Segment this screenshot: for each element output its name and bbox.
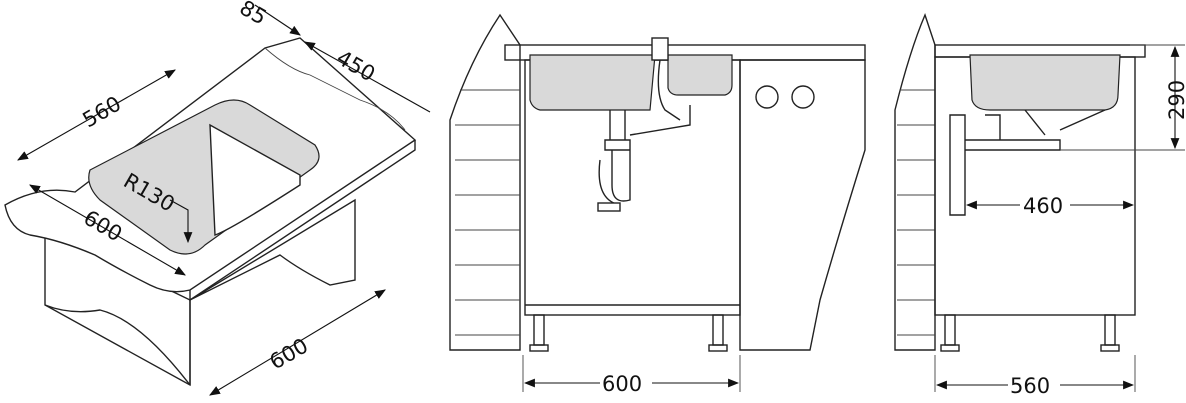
brick-wall	[894, 13, 936, 351]
waste-pipes	[949, 109, 1106, 216]
isometric-view: 560 600 450 85 R130 600	[4, 0, 431, 396]
dim-600-cabinet: 600	[266, 333, 313, 374]
bowl-inner-wall	[209, 123, 301, 236]
brick-wall	[449, 13, 521, 351]
bowl	[969, 54, 1121, 111]
main-bowl	[529, 54, 656, 111]
side-view: 290 460 560	[894, 13, 1186, 398]
dim-600-front: 600	[602, 372, 642, 396]
small-bowl	[667, 54, 733, 96]
side-panel	[739, 59, 866, 351]
cabinet-legs	[940, 314, 1120, 352]
waste-pipes	[598, 59, 691, 206]
dim-460: 460	[1023, 194, 1063, 218]
cabinet-legs	[529, 314, 728, 352]
dim-85: 85	[236, 0, 271, 30]
front-view: 600	[449, 13, 866, 396]
dim-290: 290	[1165, 80, 1186, 120]
pipe-hole	[755, 85, 779, 109]
pipe-hole	[791, 85, 815, 109]
overflow	[651, 37, 669, 61]
dim-560-side: 560	[1010, 374, 1050, 398]
trap-cap	[597, 202, 621, 212]
dim-560: 560	[79, 91, 126, 132]
